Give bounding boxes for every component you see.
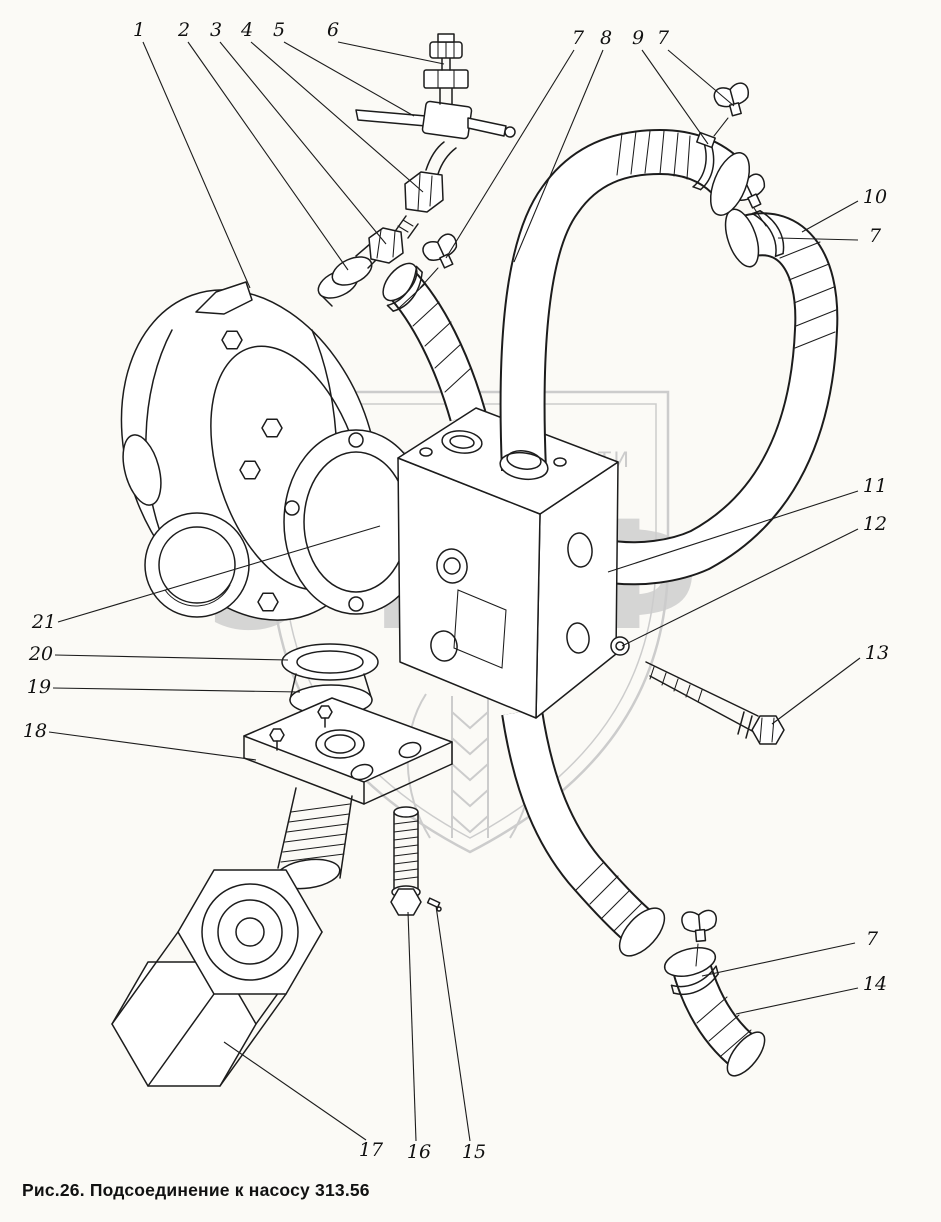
callout-label-5: 5 xyxy=(273,19,285,41)
drain-cock-lever xyxy=(355,109,427,127)
wing-clamp-icon xyxy=(711,80,755,120)
hose-bottom xyxy=(501,708,666,957)
callout-label-16: 16 xyxy=(407,1141,431,1163)
callout-label-8: 8 xyxy=(600,27,612,49)
leader-line-5 xyxy=(283,41,415,117)
callout-label-19: 19 xyxy=(27,676,51,698)
wing-clamp-icon xyxy=(419,230,465,274)
leader-line-17 xyxy=(223,1041,367,1141)
leader-line-15 xyxy=(435,905,471,1142)
leader-line-3 xyxy=(219,41,387,245)
leader-line-7 xyxy=(777,237,859,241)
leader-line-8 xyxy=(513,49,604,263)
leader-line-1 xyxy=(142,41,251,289)
long-bolt xyxy=(645,661,785,745)
leader-line-7 xyxy=(701,942,856,977)
callout-label-1: 1 xyxy=(133,19,145,41)
leader-line-11 xyxy=(607,490,859,573)
callout-label-6: 6 xyxy=(327,19,339,41)
coupling-nut xyxy=(111,869,323,1087)
leader-line-4 xyxy=(250,41,424,193)
leader-line-7 xyxy=(445,49,575,259)
pin xyxy=(426,897,441,909)
callout-label-10: 10 xyxy=(863,186,887,208)
leader-line-7 xyxy=(667,49,735,107)
callout-label-9: 9 xyxy=(632,27,644,49)
callout-label-13: 13 xyxy=(865,642,889,664)
leader-line-6 xyxy=(337,41,445,65)
callout-label-2: 2 xyxy=(177,19,190,41)
leader-line-19 xyxy=(52,687,301,693)
callout-label-3: 3 xyxy=(210,19,222,41)
flange-assembly xyxy=(243,643,453,890)
hose-clamp-piece xyxy=(663,908,766,1077)
leader-line-9 xyxy=(641,49,709,145)
hose-right xyxy=(595,170,839,586)
callout-label-7: 7 xyxy=(572,27,585,49)
callout-label-4: 4 xyxy=(240,19,253,41)
clamp-screw-housing xyxy=(696,131,716,149)
callout-label-17: 17 xyxy=(359,1139,384,1161)
leader-line-16 xyxy=(407,911,417,1142)
mounting-ring xyxy=(283,429,429,615)
leader-line-14 xyxy=(735,987,859,1015)
callout-label-11: 11 xyxy=(863,475,887,497)
callout-label-20: 20 xyxy=(28,643,53,665)
leader-line-13 xyxy=(771,657,861,725)
callout-label-7: 7 xyxy=(869,225,882,247)
hose-top xyxy=(499,80,755,481)
figure-caption: Рис.26. Подсоединение к насосу 313.56 xyxy=(22,1180,370,1200)
stud-bolt xyxy=(390,806,442,916)
leader-line-2 xyxy=(187,41,349,271)
callout-label-15: 15 xyxy=(462,1141,486,1163)
callout-label-21: 21 xyxy=(31,611,56,633)
callout-label-12: 12 xyxy=(863,513,887,535)
leader-line-18 xyxy=(48,731,257,761)
callout-label-7: 7 xyxy=(866,928,879,950)
callout-label-14: 14 xyxy=(863,973,887,995)
leader-line-12 xyxy=(621,528,859,647)
hose-socket xyxy=(499,451,549,481)
leader-line-21 xyxy=(57,525,381,623)
wing-clamp-icon xyxy=(680,908,719,944)
leader-line-10 xyxy=(801,200,859,233)
leader-line-20 xyxy=(54,654,289,661)
hose-pump-to-block xyxy=(381,230,487,422)
drain-valve xyxy=(423,33,469,89)
callout-label-7: 7 xyxy=(657,27,670,49)
plug xyxy=(610,636,630,656)
callout-label-18: 18 xyxy=(23,720,47,742)
fitting-stack xyxy=(317,33,516,307)
